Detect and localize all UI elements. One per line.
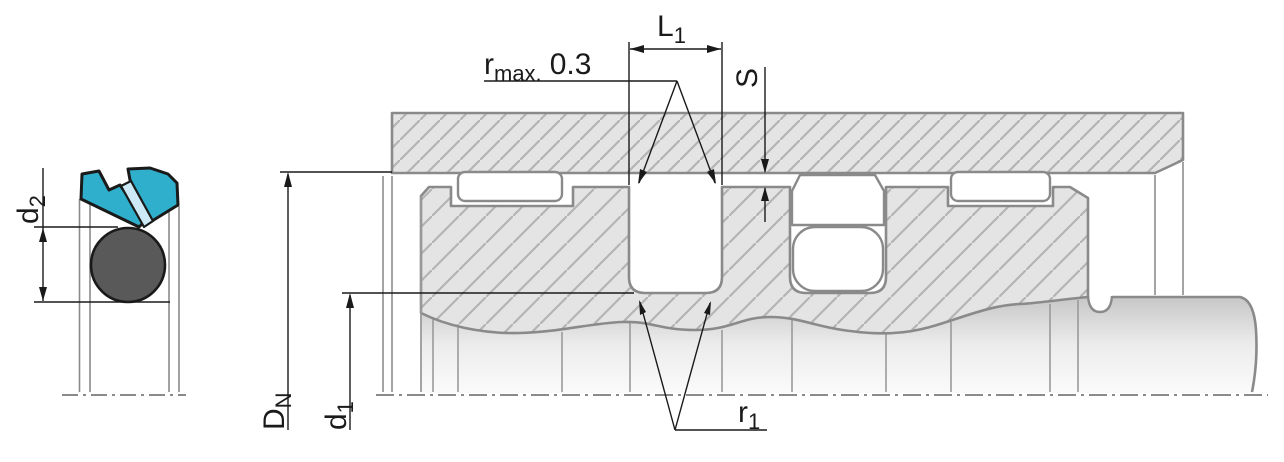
o-ring — [89, 226, 167, 304]
guide-rings — [456, 170, 1052, 203]
rod-step-lines — [432, 300, 1079, 392]
cylinder-bar — [390, 111, 1185, 175]
dimension-s: S — [731, 67, 769, 222]
dimension-dn: DN — [258, 171, 392, 430]
installed-seal-profile — [790, 173, 886, 293]
dimension-rmax: rmax.0.3 — [484, 48, 716, 184]
rod-end-contour — [1112, 295, 1258, 393]
o-ring-profile — [791, 225, 885, 293]
label-l1: L1 — [657, 10, 686, 48]
cylinder-wall-section — [382, 111, 1185, 392]
dimension-d2: d2 — [12, 168, 170, 303]
groove-wall-lines — [78, 199, 180, 392]
label-d1: d1 — [320, 401, 358, 430]
piston-body — [419, 185, 1090, 335]
cylinder-end-lines — [382, 162, 1184, 392]
guide-ring-left — [456, 170, 564, 203]
seal-joint-strip — [119, 179, 155, 229]
dimension-d1: d1 — [320, 292, 634, 430]
dimension-annotations: d2 L1 rmax.0.3 S — [12, 10, 769, 434]
slide-ring-right-segment — [126, 166, 180, 223]
slide-ring-profile — [790, 173, 886, 227]
label-d2: d2 — [12, 195, 50, 224]
label-r1: r1 — [738, 396, 760, 434]
installation-cross-section-view — [376, 111, 1268, 396]
dimension-r1: r1 — [639, 300, 767, 434]
rod-step-edge — [1086, 295, 1114, 314]
label-rmax: rmax.0.3 — [484, 48, 591, 86]
guide-ring-right — [949, 170, 1052, 203]
label-s: S — [731, 68, 764, 88]
piston-section — [419, 185, 1090, 392]
label-dn: DN — [258, 392, 296, 430]
dimension-l1: L1 — [628, 10, 723, 185]
piston-rod — [421, 295, 1258, 393]
seal-cross-section-view — [62, 166, 186, 396]
